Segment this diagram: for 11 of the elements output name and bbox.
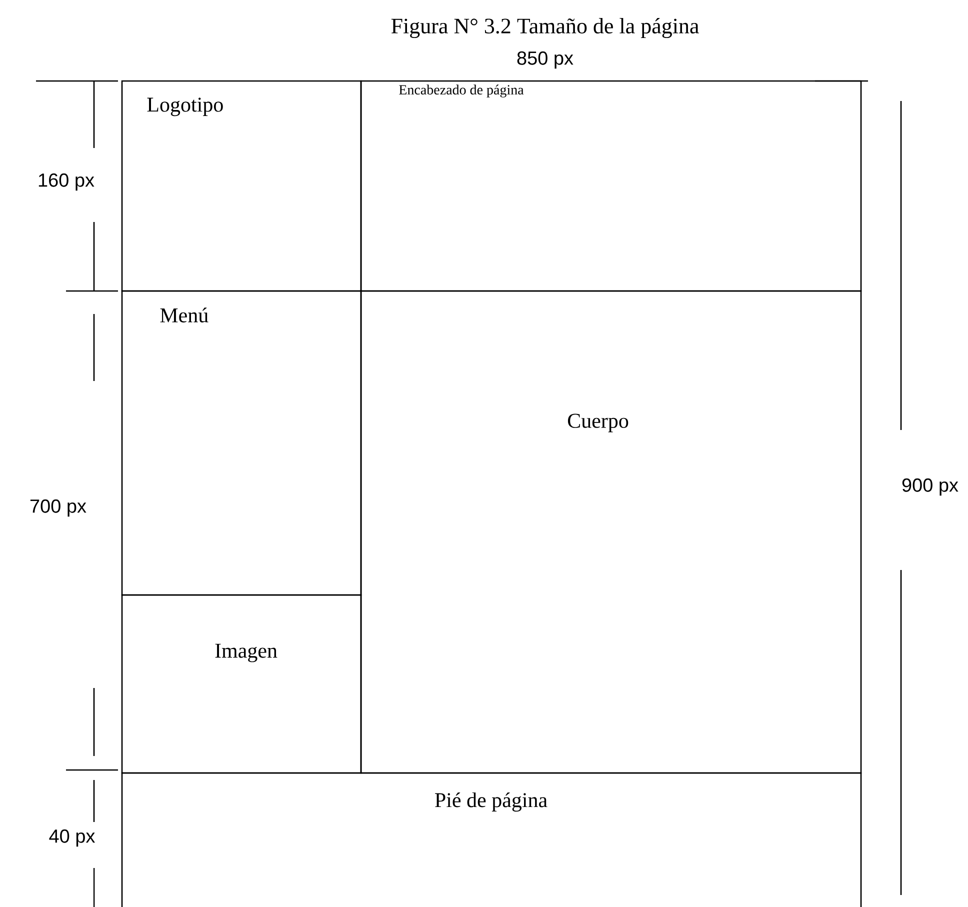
dimension-label: 700 px [30,499,86,517]
dimension-label: 40 px [49,829,95,847]
layout-box: Encabezado de página [360,80,862,292]
dimension-label: 900 px [902,478,958,496]
layout-box: Logotipo [121,80,362,292]
dimension-label: 160 px [38,173,94,191]
layout-box: Menú [121,290,362,596]
layout-box: Imagen [121,594,362,774]
layout-box: Pié de página [121,772,862,907]
title: Figura N° 3.2 Tamaño de la página [391,18,699,38]
layout-box: Cuerpo [360,290,862,774]
